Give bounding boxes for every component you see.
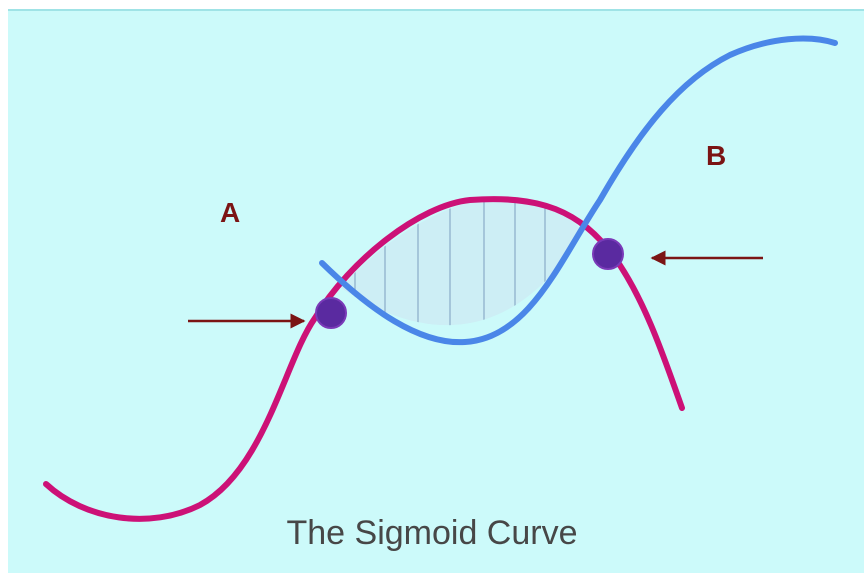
sigmoid-curve-b [319,35,838,346]
diagram-caption: The Sigmoid Curve [286,514,578,552]
sigmoid-curve-a [43,196,685,522]
label-b: B [706,140,727,171]
top-border [8,9,864,11]
intersection-point-b [592,238,624,270]
intersection-point-a [315,297,347,329]
label-a: A [220,197,241,228]
